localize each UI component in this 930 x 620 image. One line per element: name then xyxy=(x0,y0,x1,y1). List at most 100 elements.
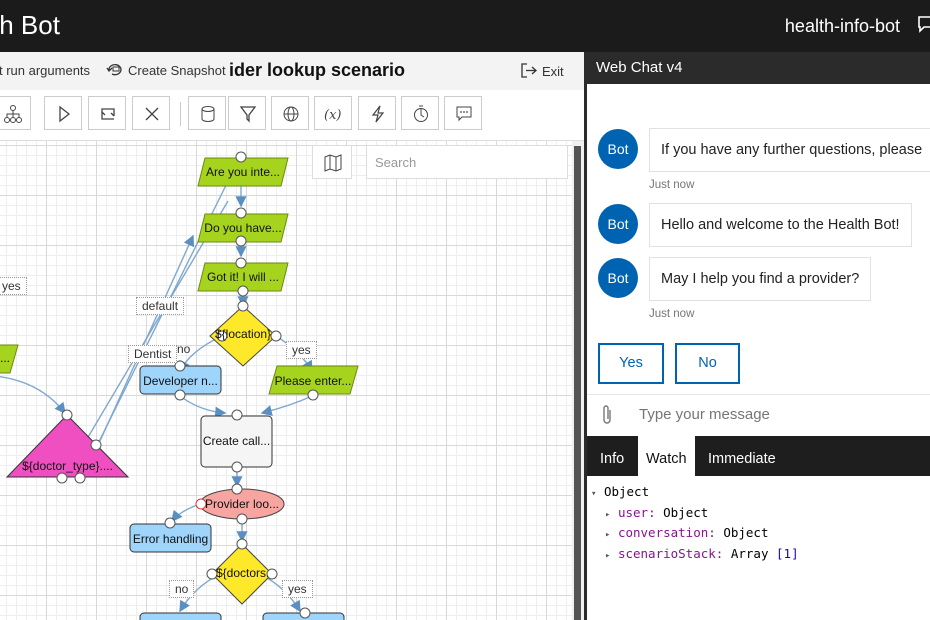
collapsed-arrow-icon: ▸ xyxy=(605,510,611,520)
webchat-title: Web Chat v4 xyxy=(596,59,683,76)
message-icon xyxy=(456,106,472,122)
tree-value: Object xyxy=(663,505,709,520)
tree-item[interactable]: ▸ conversation: Object xyxy=(605,525,769,540)
stopwatch-icon xyxy=(414,105,428,122)
filter-button[interactable] xyxy=(228,96,266,130)
action-button[interactable] xyxy=(358,96,396,130)
tab-immediate[interactable]: Immediate xyxy=(708,451,776,467)
send-box: Type your message xyxy=(587,394,930,437)
edge-label-no[interactable]: no xyxy=(169,580,195,598)
tree-key: user xyxy=(617,505,649,520)
scenario-command-bar: t run arguments Create Snapshot ider loo… xyxy=(0,52,584,91)
suggested-action-no[interactable]: No xyxy=(675,343,740,384)
edge-label-yes[interactable]: yes xyxy=(286,341,317,359)
expanded-arrow-icon: ▾ xyxy=(591,489,597,499)
create-snapshot-button[interactable]: Create Snapshot xyxy=(106,63,226,78)
node-are-you[interactable]: Are you inte... xyxy=(205,165,281,179)
svg-text:(x): (x) xyxy=(324,108,341,123)
edge-label-no[interactable]: no xyxy=(177,342,191,356)
edge-line xyxy=(171,503,201,523)
pane-splitter[interactable] xyxy=(584,52,587,620)
tree-count: [1] xyxy=(776,546,799,561)
create-snapshot-label: Create Snapshot xyxy=(128,63,226,78)
prompt-node-shape xyxy=(197,262,289,292)
toolbar-divider xyxy=(180,102,181,126)
edge-label-yes[interactable]: yes xyxy=(282,580,313,598)
edge-line xyxy=(179,395,227,418)
prompt-node-shape xyxy=(0,344,19,374)
loop-icon xyxy=(101,108,115,120)
node-create-call[interactable]: Create call... xyxy=(202,434,271,448)
bot-avatar: Bot xyxy=(598,204,638,244)
globe-icon xyxy=(283,106,299,122)
minimap-button[interactable] xyxy=(312,145,352,179)
flow-edges xyxy=(0,151,359,620)
tab-info[interactable]: Info xyxy=(600,451,625,467)
database-icon xyxy=(201,106,215,122)
node-doctor-type[interactable]: ${doctor_type}.... xyxy=(22,459,113,473)
paperclip-icon[interactable] xyxy=(600,404,614,426)
node-error-handling[interactable]: Error handling xyxy=(132,532,209,546)
top-bar: th Bot health-info-bot xyxy=(0,0,930,52)
datasource-button[interactable] xyxy=(188,96,226,130)
exit-button[interactable]: Exit xyxy=(520,63,564,79)
flow-canvas[interactable]: Search Are you inte... Do you have... Go… xyxy=(0,141,572,620)
close-icon xyxy=(145,107,159,121)
node-please-enter[interactable]: Please enter... xyxy=(274,374,352,388)
run-arguments-button[interactable]: t run arguments xyxy=(0,63,91,78)
node-provider-lookup[interactable]: Provider loo... xyxy=(204,497,280,511)
node-left-fragment[interactable]: o... xyxy=(0,351,10,365)
tree-key: conversation xyxy=(617,525,709,540)
tree-key: scenarioStack xyxy=(617,546,716,561)
node-doctors[interactable]: ${doctors... xyxy=(216,566,268,580)
global-button[interactable] xyxy=(271,96,309,130)
tree-value: Array xyxy=(730,546,769,561)
message-input[interactable]: Type your message xyxy=(639,406,770,423)
webchat-transcript: Bot If you have any further questions, p… xyxy=(587,84,930,436)
bot-name[interactable]: health-info-bot xyxy=(784,16,900,36)
chat-message: Hello and welcome to the Health Bot! xyxy=(649,203,912,247)
bot-avatar: Bot xyxy=(598,258,638,298)
node-got-it[interactable]: Got it! I will ... xyxy=(206,270,279,284)
variable-button[interactable]: (x) xyxy=(314,96,352,130)
hierarchy-icon xyxy=(4,105,22,123)
edge-label-dentist[interactable]: Dentist xyxy=(128,345,178,363)
tree-root[interactable]: ▾ Object xyxy=(591,484,649,499)
edge-line xyxy=(0,376,66,415)
edge-label-default[interactable]: default xyxy=(136,297,185,315)
delete-button[interactable] xyxy=(132,96,170,130)
canvas-scrollbar-thumb[interactable] xyxy=(574,146,581,620)
node-do-you-have[interactable]: Do you have... xyxy=(204,221,282,235)
app-title: th Bot xyxy=(0,10,60,40)
hierarchy-button[interactable] xyxy=(0,96,31,130)
map-icon xyxy=(324,154,342,172)
play-button[interactable] xyxy=(44,96,82,130)
edge-label-yes[interactable]: yes xyxy=(0,277,27,295)
tree-value: Object xyxy=(723,525,769,540)
tree-root-label: Object xyxy=(603,484,650,499)
node-location[interactable]: ${location}... xyxy=(215,327,271,341)
node-developer[interactable]: Developer n... xyxy=(143,374,218,388)
condition-node-shape xyxy=(209,305,277,367)
prompt-node-shape xyxy=(268,365,359,395)
loop-button[interactable] xyxy=(88,96,126,130)
lightning-icon xyxy=(371,105,385,123)
statement-button[interactable] xyxy=(444,96,482,130)
tree-item[interactable]: ▸ user: Object xyxy=(605,505,709,520)
tab-watch[interactable]: Watch xyxy=(638,436,695,476)
exit-label: Exit xyxy=(542,64,564,79)
tree-item[interactable]: ▸ scenarioStack: Array [1] xyxy=(605,546,799,561)
play-icon xyxy=(59,105,71,123)
chat-message: If you have any further questions, pleas… xyxy=(649,128,930,172)
action-node-shape xyxy=(139,612,222,620)
condition-node-shape xyxy=(211,543,273,605)
collapsed-arrow-icon: ▸ xyxy=(605,551,611,561)
watch-panel: ▾ Object ▸ user: Object ▸ conversation: … xyxy=(587,476,930,620)
node-toolbar: (x) xyxy=(0,90,584,141)
timer-button[interactable] xyxy=(401,96,439,130)
canvas-search-input[interactable]: Search xyxy=(366,145,568,179)
chat-toggle-icon[interactable] xyxy=(916,14,930,34)
variable-icon: (x) xyxy=(324,108,341,123)
suggested-action-yes[interactable]: Yes xyxy=(598,343,664,384)
prompt-node-shape xyxy=(197,157,289,187)
